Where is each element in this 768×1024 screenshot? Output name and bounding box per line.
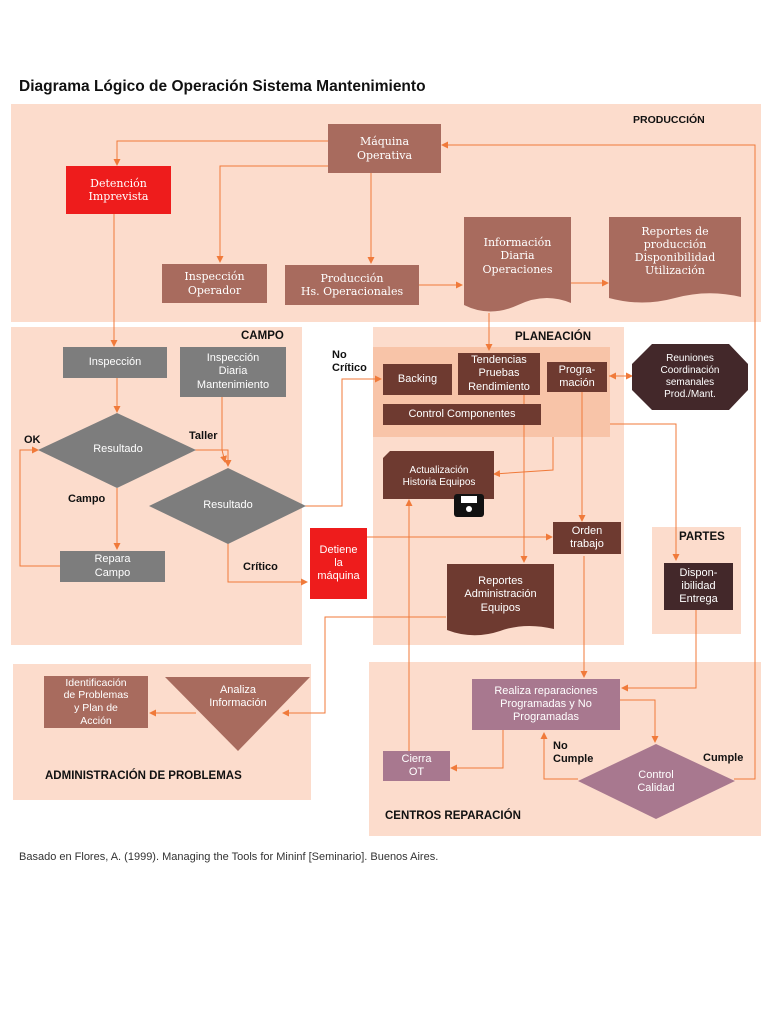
edge-label-campo: Campo bbox=[68, 493, 106, 505]
node-actualizacion: Actualización Historia Equipos bbox=[402, 465, 476, 488]
resultado-2-diamond bbox=[149, 468, 306, 544]
node-reportes-admin: Reportes Administración Equipos bbox=[464, 575, 537, 614]
node-maquina-operativa: Máquina Operativa bbox=[328, 124, 441, 173]
node-informacion-diaria: Información Diaria Operaciones bbox=[482, 236, 553, 276]
actualizacion-shape bbox=[383, 451, 494, 499]
node-inspeccion-diaria: Inspección Diaria Mantenimiento bbox=[180, 347, 286, 397]
node-analiza: Analiza Información bbox=[209, 683, 267, 709]
node-tendencias: Tendencias Pruebas Rendimiento bbox=[458, 353, 540, 395]
node-reuniones: Reuniones Coordinación semanales Prod./M… bbox=[660, 353, 720, 400]
node-disponibilidad: Dispon- ibilidad Entrega bbox=[664, 563, 733, 610]
reportes-prod-doc-shape bbox=[609, 217, 741, 303]
node-resultado-2: Resultado bbox=[203, 499, 253, 512]
edge-label-ok: OK bbox=[24, 434, 41, 446]
resultado-1-diamond bbox=[38, 413, 196, 488]
node-inspeccion-operador: Inspección Operador bbox=[162, 264, 267, 303]
node-repara-campo: Repara Campo bbox=[60, 551, 165, 582]
region-label-produccion: PRODUCCIÓN bbox=[633, 114, 705, 126]
node-detencion-imprevista: Detención Imprevista bbox=[66, 166, 171, 214]
analiza-triangle bbox=[165, 677, 310, 751]
node-orden-trabajo: Orden trabajo bbox=[553, 522, 621, 554]
node-reportes-produccion: Reportes de producción Disponibilidad Ut… bbox=[634, 224, 716, 278]
node-cierra-ot: Cierra OT bbox=[383, 751, 450, 781]
node-control-componentes: Control Componentes bbox=[383, 404, 541, 425]
informacion-doc-shape bbox=[464, 217, 571, 312]
reuniones-octagon bbox=[632, 344, 748, 410]
node-programacion: Progra- mación bbox=[547, 362, 607, 392]
source-caption: Basado en Flores, A. (1999). Managing th… bbox=[19, 851, 439, 863]
region-label-planeacion: PLANEACIÓN bbox=[515, 331, 592, 343]
node-identificacion: Identificación de Problemas y Plan de Ac… bbox=[44, 676, 148, 728]
edge-label-critico: Crítico bbox=[243, 561, 278, 573]
region-label-centros: CENTROS REPARACIÓN bbox=[385, 810, 521, 822]
node-resultado-1: Resultado bbox=[93, 443, 143, 456]
node-backing: Backing bbox=[383, 364, 452, 395]
region-label-campo: CAMPO bbox=[241, 330, 284, 342]
region-label-partes: PARTES bbox=[679, 531, 725, 543]
edge-label-no-cumple: No Cumple bbox=[553, 740, 594, 765]
edge-label-taller: Taller bbox=[189, 430, 218, 442]
edge-label-no-critico: No Crítico bbox=[332, 349, 367, 374]
node-detiene-maquina: Detiene la máquina bbox=[310, 528, 367, 599]
control-calidad-diamond bbox=[578, 744, 735, 819]
node-produccion-hs: Producción Hs. Operacionales bbox=[285, 265, 419, 305]
edge-label-cumple: Cumple bbox=[703, 752, 744, 764]
reportes-admin-doc-shape bbox=[447, 564, 554, 636]
floppy-disk-icon bbox=[454, 494, 484, 517]
region-label-administracion: ADMINISTRACIÓN DE PROBLEMAS bbox=[45, 770, 242, 782]
node-inspeccion: Inspección bbox=[63, 347, 167, 378]
node-realiza: Realiza reparaciones Programadas y No Pr… bbox=[472, 679, 620, 730]
node-control-calidad: Control Calidad bbox=[637, 768, 675, 794]
page-title: Diagrama Lógico de Operación Sistema Man… bbox=[19, 78, 426, 95]
